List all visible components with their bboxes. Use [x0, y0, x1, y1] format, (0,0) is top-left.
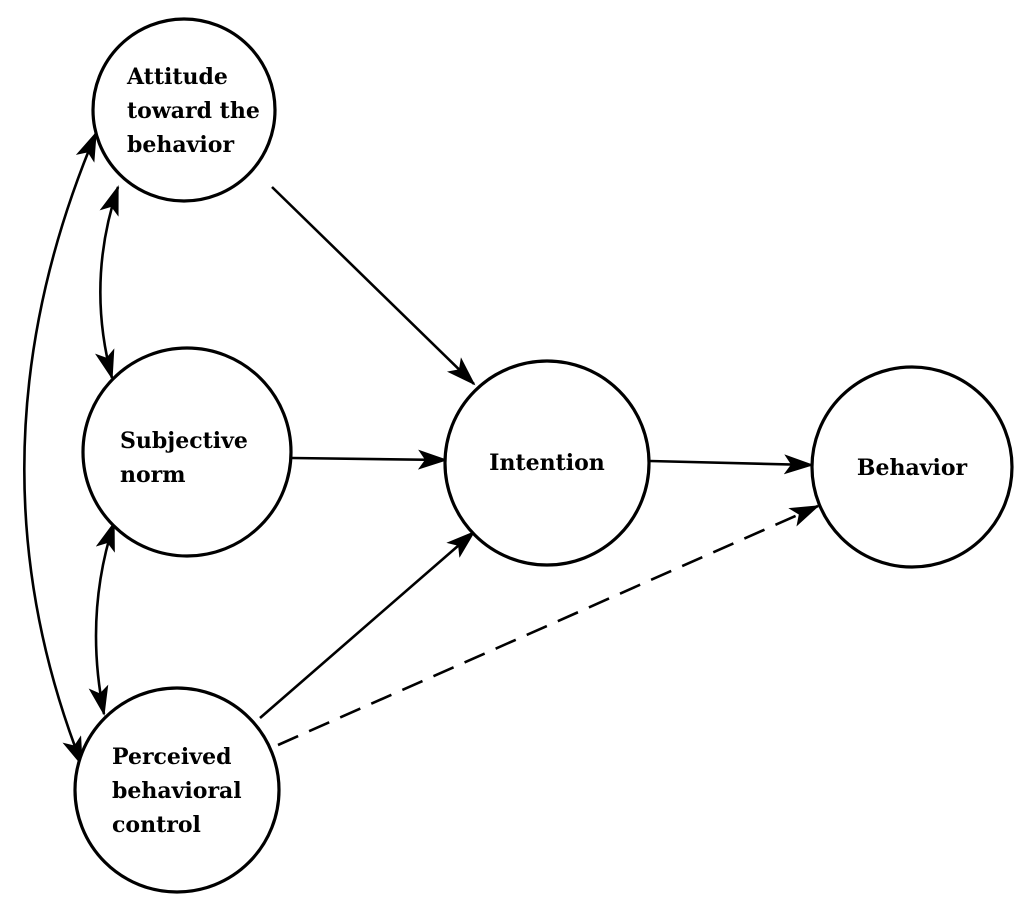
- node-intention-label: Intention: [489, 450, 605, 476]
- node-perceived-control-label-line-1: Perceived: [112, 744, 231, 770]
- edge-intention-to-behavior: [649, 454, 814, 475]
- node-perceived-control-label: Perceived behavioral control: [112, 744, 249, 838]
- edge-attitude-to-intention: [271, 186, 476, 386]
- node-subjective-norm-circle: [81, 346, 293, 558]
- node-attitude-label-line-2: toward the: [127, 98, 260, 124]
- node-behavior-label: Behavior: [857, 455, 968, 481]
- node-attitude-label: Attitude toward the behavior: [126, 64, 268, 158]
- node-behavior: Behavior: [810, 365, 1014, 569]
- node-subjective-norm-label: Subjective norm: [120, 428, 256, 488]
- node-perceived-control-label-line-2: behavioral: [112, 778, 242, 804]
- node-attitude-label-line-3: behavior: [127, 132, 234, 158]
- node-behavior-circle: [810, 365, 1014, 569]
- node-attitude: Attitude toward the behavior: [91, 17, 277, 203]
- node-intention-circle: [443, 359, 651, 567]
- node-subjective-norm: Subjective norm: [81, 346, 293, 558]
- node-attitude-circle: [91, 17, 277, 203]
- node-intention: Intention: [443, 359, 651, 567]
- edge-subjective-norm-to-intention: [291, 449, 448, 470]
- edge-perceived-control-to-intention: [259, 530, 476, 719]
- edge-perceived-control-to-behavior-dashed: [277, 504, 820, 747]
- node-perceived-control: Perceived behavioral control: [73, 686, 281, 894]
- node-subjective-norm-label-line-2: norm: [120, 462, 186, 488]
- edge-attitude-subjective-norm-correlation: [95, 185, 120, 380]
- node-perceived-control-label-line-3: control: [112, 812, 201, 838]
- node-perceived-control-circle: [73, 686, 281, 894]
- edge-subjective-norm-perceived-control-correlation: [88, 521, 116, 716]
- edges: [23, 131, 820, 767]
- edge-attitude-perceived-control-correlation: [23, 131, 98, 767]
- node-attitude-label-line-1: Attitude: [126, 64, 228, 90]
- node-subjective-norm-label-line-1: Subjective: [120, 428, 248, 454]
